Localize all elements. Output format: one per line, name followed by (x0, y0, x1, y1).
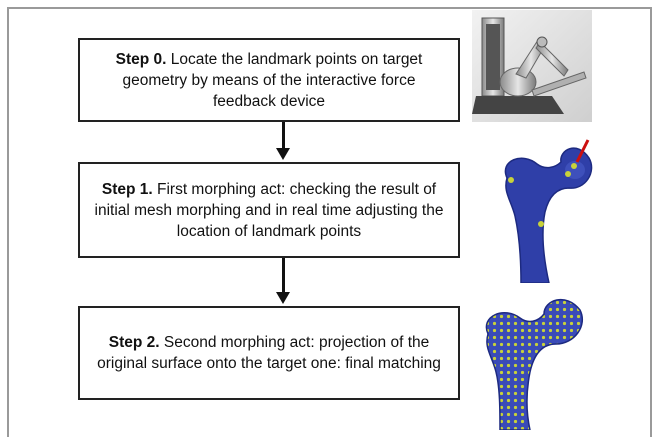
step-2-text: Step 2. Second morphing act: projection … (90, 332, 448, 374)
step-2-box: Step 2. Second morphing act: projection … (78, 306, 460, 400)
step-0-label: Step 0. (115, 50, 167, 68)
arrow-step0-to-step1 (276, 122, 290, 162)
step-0-text: Step 0. Locate the landmark points on ta… (90, 49, 448, 112)
step-1-label: Step 1. (101, 180, 153, 198)
figure-frame (7, 7, 652, 437)
haptic-device-image (472, 10, 592, 122)
step-0-description: Locate the landmark points on target geo… (122, 50, 423, 110)
step-1-text: Step 1. First morphing act: checking the… (90, 179, 448, 242)
step-1-box: Step 1. First morphing act: checking the… (78, 162, 460, 258)
step-0-box: Step 0. Locate the landmark points on ta… (78, 38, 460, 122)
step-2-label: Step 2. (108, 334, 160, 351)
femur-surface-projection-image (485, 298, 583, 430)
step-2-description: Second morphing act: projection of the o… (97, 334, 441, 372)
step-1-description: First morphing act: checking the result … (94, 180, 444, 240)
femur-landmarks-image (504, 139, 593, 283)
arrow-step1-to-step2 (276, 258, 290, 306)
